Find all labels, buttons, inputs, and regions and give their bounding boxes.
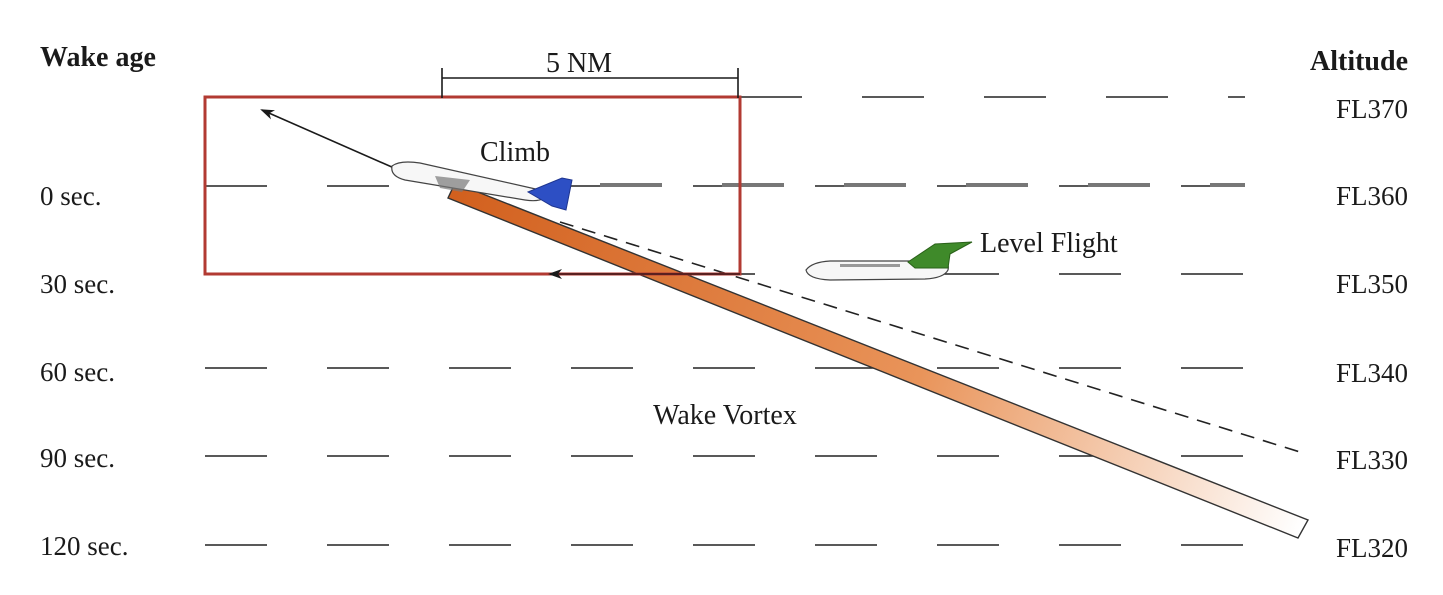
wake-vortex-band — [447, 182, 1309, 539]
flight-level-fl320: FL320 — [1336, 533, 1408, 563]
level-aircraft-icon — [805, 241, 973, 281]
wake-age-120: 120 sec. — [40, 531, 128, 561]
flight-level-fl330: FL330 — [1336, 445, 1408, 475]
level-flight-label: Level Flight — [980, 228, 1118, 259]
flight-level-fl360: FL360 — [1336, 181, 1408, 211]
wake-age-header: Wake age — [40, 42, 156, 73]
climb-arrow — [260, 109, 411, 176]
scale-bar-label: 5 NM — [546, 48, 612, 79]
flight-level-fl340: FL340 — [1336, 358, 1408, 388]
flight-level-fl350: FL350 — [1336, 269, 1408, 299]
climbing-aircraft-icon — [391, 161, 573, 211]
wake-age-30: 30 sec. — [40, 269, 115, 299]
climb-label: Climb — [480, 137, 550, 168]
wake-age-0: 0 sec. — [40, 181, 101, 211]
wake-age-60: 60 sec. — [40, 357, 115, 387]
wake-vortex-label: Wake Vortex — [653, 400, 797, 431]
flight-level-fl370: FL370 — [1336, 94, 1408, 124]
flight-level-lines — [205, 96, 1245, 546]
altitude-header: Altitude — [1310, 46, 1408, 77]
separation-box — [203, 95, 742, 276]
level-flight-trajectory — [559, 221, 1301, 453]
scale-bar — [441, 68, 739, 98]
wake-age-90: 90 sec. — [40, 443, 115, 473]
